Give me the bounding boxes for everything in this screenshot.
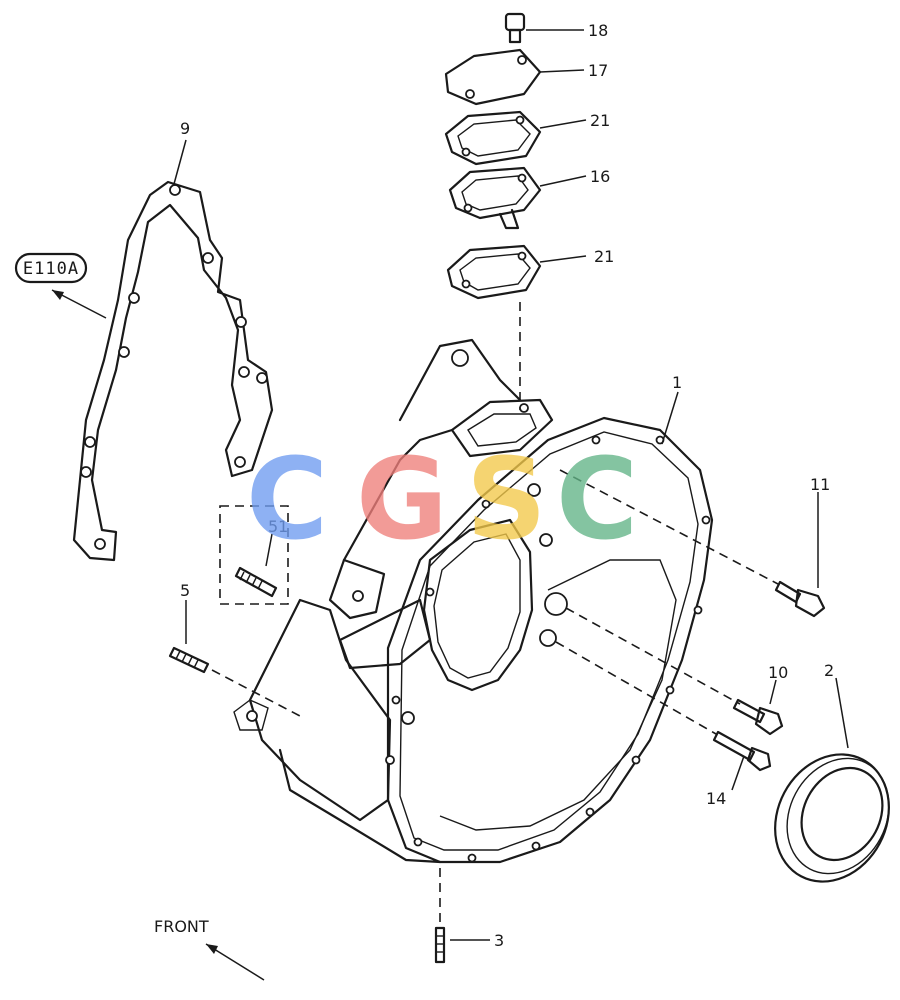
stud-part-51 — [219, 505, 289, 605]
reference-tag-label: E110A — [23, 259, 79, 279]
watermark-logo: C G S C — [246, 435, 638, 565]
watermark-letter-c2: C — [556, 435, 638, 565]
callout-16: 16 — [590, 167, 610, 186]
callout-10: 10 — [768, 663, 788, 682]
gasket-part-21-upper — [444, 110, 542, 166]
callout-3: 3 — [494, 931, 504, 950]
bolt-part-14 — [555, 641, 772, 791]
oil-seal-part-2 — [774, 677, 890, 883]
front-label: FRONT — [154, 917, 209, 936]
callout-11: 11 — [810, 475, 830, 494]
callout-1: 1 — [672, 373, 682, 392]
watermark-letter-g: G — [356, 435, 448, 565]
callout-21-lower: 21 — [594, 247, 614, 266]
callout-9: 9 — [180, 119, 190, 138]
callout-17: 17 — [588, 61, 608, 80]
callout-18: 18 — [588, 21, 608, 40]
bolt-part-10 — [565, 607, 784, 736]
gasket-part-21-lower — [446, 244, 542, 300]
stud-part-5 — [168, 600, 301, 717]
reference-tag: E110A — [14, 252, 107, 319]
flywheel-housing-part-1 — [233, 338, 714, 864]
watermark-letter-s: S — [466, 435, 547, 565]
callout-51: 51 — [268, 517, 288, 536]
callout-numbers: 18 17 21 16 21 9 1 11 51 5 10 2 14 3 — [180, 21, 834, 950]
reference-tag-outline — [14, 252, 88, 284]
front-direction-indicator: FRONT — [154, 917, 265, 981]
gasket-part-9 — [72, 180, 274, 562]
bolt-part-11 — [559, 469, 826, 618]
optional-part-box — [219, 505, 289, 605]
leader-lines — [173, 29, 679, 941]
watermark-letter-c1: C — [246, 435, 328, 565]
callout-2: 2 — [824, 661, 834, 680]
plate-part-16 — [448, 166, 542, 230]
callout-5: 5 — [180, 581, 190, 600]
stud-part-3 — [434, 868, 446, 964]
breather-plug-part-18 — [504, 12, 526, 44]
callout-14: 14 — [706, 789, 726, 808]
cover-plate-part-17 — [444, 48, 542, 106]
callout-21-upper: 21 — [590, 111, 610, 130]
